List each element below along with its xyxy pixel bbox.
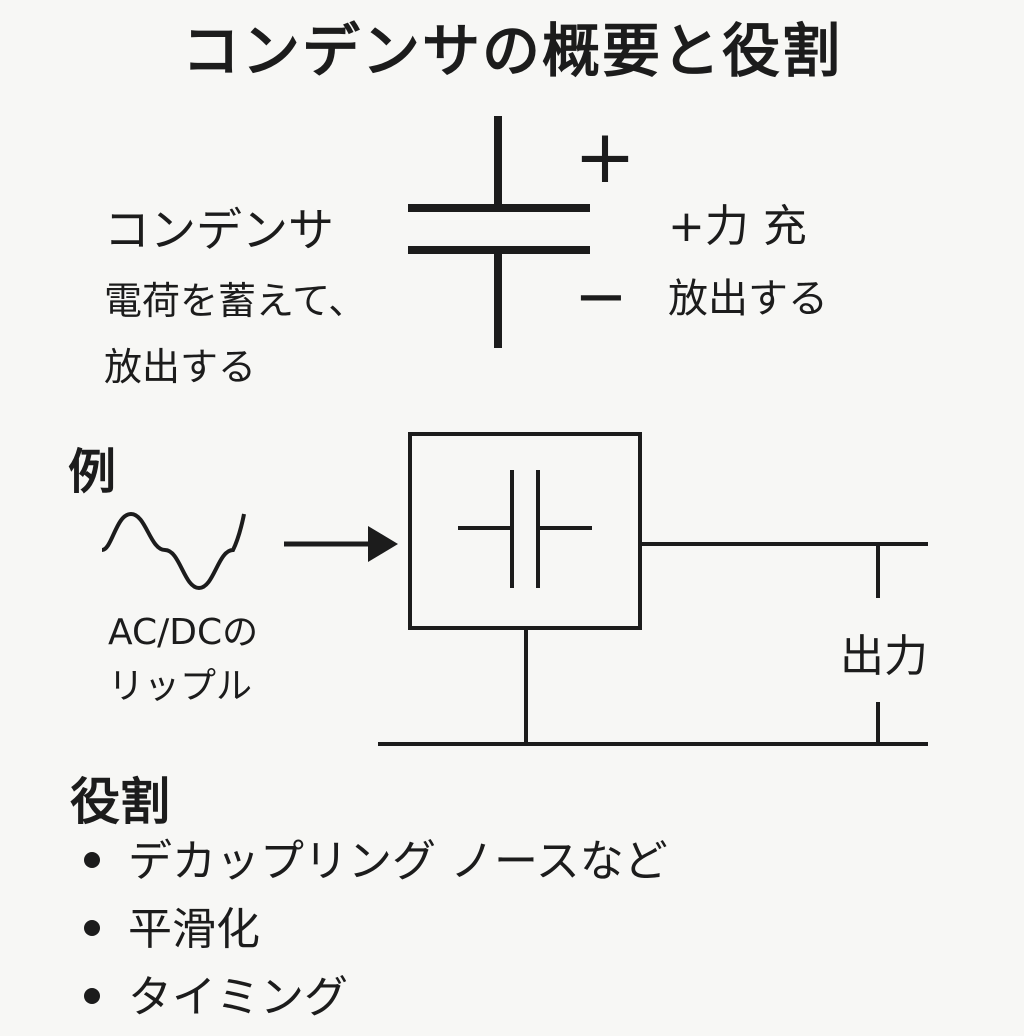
ripple-label: AC/DCの リップル (108, 606, 258, 714)
capacitor-box (408, 432, 642, 630)
discharge-label: 放出する (668, 276, 828, 322)
ac-wave-icon (101, 511, 246, 591)
minus-sign: − (574, 260, 628, 334)
role-item-label: タイミング (128, 972, 348, 1023)
page-title: コンデンサの概要と役割 (181, 17, 842, 85)
bullet-icon (84, 988, 100, 1004)
small-capacitor-symbol (458, 470, 592, 588)
list-item: タイミング (84, 968, 668, 1036)
capacitor-symbol (408, 116, 590, 348)
capacitor-description: 電荷を蓄えて、 放出する (104, 268, 366, 400)
example-heading: 例 (68, 444, 117, 500)
roles-list: デカップリング ノースなど 平滑化 タイミング (84, 832, 668, 1036)
bullet-icon (84, 920, 100, 936)
ripple-label-line2: リップル (108, 666, 253, 707)
output-label: 出力 (840, 631, 928, 682)
plus-sign: + (574, 114, 636, 200)
bullet-icon (84, 852, 100, 868)
role-item-label: デカップリング ノースなど (128, 836, 668, 887)
list-item: 平滑化 (84, 900, 668, 968)
output-wiring (378, 542, 928, 746)
capacitor-description-line1: 電荷を蓄えて、 (104, 279, 367, 323)
input-arrow-head (368, 526, 398, 562)
ripple-label-line1: AC/DCの (108, 612, 259, 653)
capacitor-description-line2: 放出する (104, 345, 257, 389)
role-item-label: 平滑化 (128, 904, 260, 955)
charge-label: +力 充 (668, 201, 807, 252)
roles-heading: 役割 (70, 773, 170, 831)
list-item: デカップリング ノースなど (84, 832, 668, 900)
capacitor-name: コンデンサ (104, 203, 334, 257)
